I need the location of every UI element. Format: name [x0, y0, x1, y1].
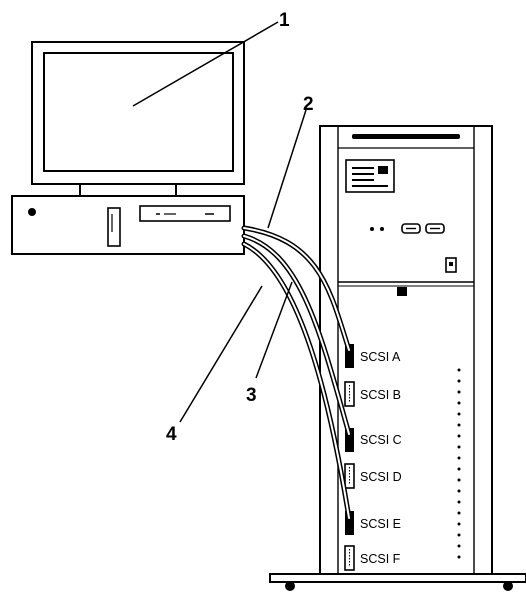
tower-top-handle	[352, 134, 460, 139]
door-latch	[397, 287, 407, 296]
callout-3: 3	[246, 385, 257, 406]
port-connector	[401, 223, 421, 234]
scsi-label-f: SCSI F	[360, 552, 401, 566]
label-plate	[345, 159, 395, 193]
scsi-connectors	[344, 344, 355, 571]
system-unit-case	[11, 195, 245, 255]
status-led	[380, 227, 384, 231]
scsi-label-d: SCSI D	[360, 470, 402, 484]
power-indicator	[28, 208, 36, 216]
monitor	[31, 41, 245, 197]
expansion-tower	[269, 125, 526, 591]
leader-line-3	[255, 281, 293, 379]
status-led	[370, 227, 374, 231]
port-connector	[425, 223, 445, 234]
cd-rom-drive	[139, 205, 231, 222]
tower-base	[269, 573, 526, 583]
scsi-label-a: SCSI A	[360, 350, 401, 364]
key-lock	[445, 257, 457, 273]
scsi-label-b: SCSI B	[360, 388, 401, 402]
scsi-label-e: SCSI E	[360, 517, 401, 531]
scsi-label-c: SCSI C	[360, 433, 402, 447]
monitor-screen	[43, 52, 234, 172]
callout-1: 1	[279, 10, 290, 31]
scsi-connector-e	[345, 511, 354, 535]
leader-line-1	[132, 21, 279, 107]
monitor-stand	[79, 183, 177, 197]
leader-line-4	[179, 285, 263, 423]
rack-dots	[457, 368, 461, 559]
caster-left	[285, 581, 295, 591]
callout-4: 4	[166, 424, 177, 445]
caster-right	[503, 581, 513, 591]
system-unit	[11, 195, 245, 255]
scsi-cables	[241, 225, 352, 521]
scsi-connector-a	[345, 344, 354, 368]
callout-2: 2	[303, 94, 314, 115]
monitor-bezel	[31, 41, 245, 185]
leader-line-2	[267, 109, 307, 229]
callout-numbers: 1 2 3 4	[166, 10, 314, 445]
scsi-port-labels: SCSI A SCSI B SCSI C SCSI D SCSI E SCSI …	[360, 350, 402, 566]
diskette-drive	[107, 207, 121, 247]
leader-lines	[132, 21, 307, 423]
scsi-connector-c	[345, 428, 354, 452]
